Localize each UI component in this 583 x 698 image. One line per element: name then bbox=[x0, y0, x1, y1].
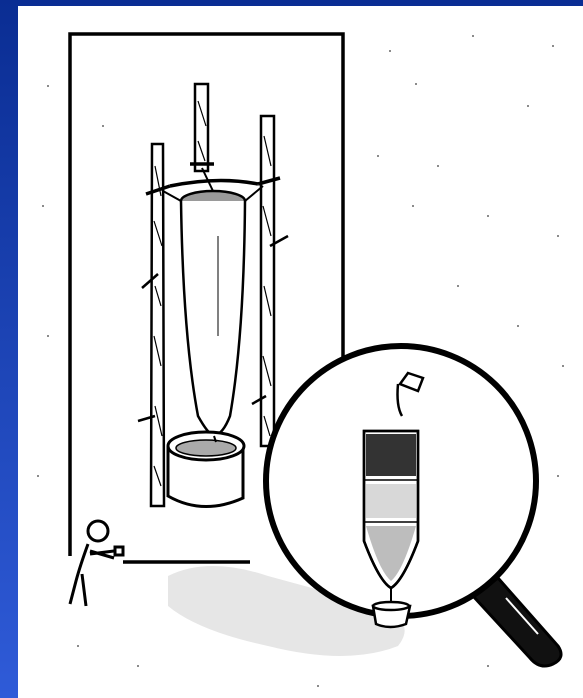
filter-layer-charcoal bbox=[366, 434, 416, 476]
cloth-filter-bag bbox=[181, 191, 245, 436]
center-pole bbox=[195, 84, 208, 171]
person-icon bbox=[70, 521, 123, 606]
magnifier-handle bbox=[473, 578, 561, 666]
collection-bucket bbox=[168, 432, 244, 507]
right-pole bbox=[252, 116, 288, 446]
illustration-panel bbox=[18, 6, 583, 698]
left-pole bbox=[138, 144, 164, 506]
small-collection-bowl bbox=[373, 602, 410, 627]
water-filter-illustration bbox=[18, 6, 583, 698]
filter-layer-fine-sand bbox=[366, 484, 416, 518]
